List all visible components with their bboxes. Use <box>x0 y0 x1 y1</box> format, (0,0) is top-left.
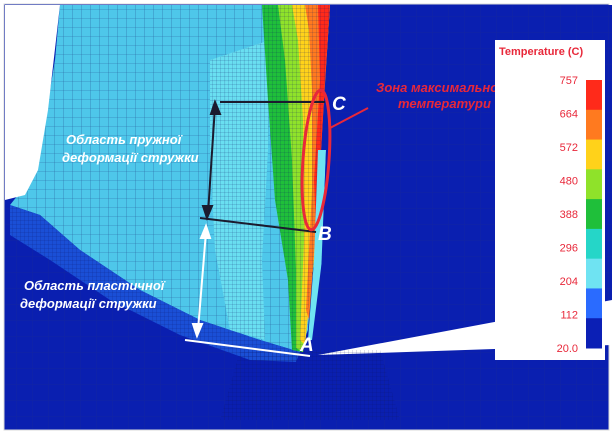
legend-tick-label: 664 <box>560 109 578 121</box>
elastic-zone-label-line1: Область пружної <box>66 132 183 147</box>
workpiece-fine-zone <box>220 350 400 420</box>
point-b-label: B <box>318 224 332 245</box>
upper-left-void <box>5 5 60 200</box>
legend-swatch <box>586 139 602 170</box>
max-temperature-pointer <box>329 107 369 129</box>
chip-body <box>10 5 330 362</box>
legend-tick-label: 112 <box>560 310 578 322</box>
legend-swatch <box>586 80 602 111</box>
legend-tick-label: 757 <box>560 75 578 87</box>
plastic-zone-label-line1: Область пластичної <box>24 278 166 293</box>
elastic-zone-label-line2: деформації стружки <box>62 150 199 165</box>
elastic-zone-bracket <box>199 99 325 233</box>
max-temperature-zone-outline <box>300 88 332 232</box>
plastic-zone-label-line2: деформації стружки <box>20 296 157 311</box>
temperature-legend: Temperature (C) 757 664 572 480 388 296 204 112… <box>495 40 605 360</box>
legend-tick-label: 572 <box>560 142 578 154</box>
legend-swatch <box>586 228 602 260</box>
legend-tick-label: 296 <box>560 243 578 255</box>
point-a-label: A <box>299 335 314 356</box>
legend-tick-label: 204 <box>560 276 578 288</box>
legend-swatch <box>586 169 602 200</box>
legend-tick-label: 480 <box>560 176 578 188</box>
plastic-zone-bracket <box>191 223 212 339</box>
legend-title: Temperature (C) <box>499 46 583 58</box>
legend-swatch <box>586 199 602 230</box>
legend-swatch <box>586 109 602 141</box>
legend-swatch <box>586 318 602 349</box>
legend-swatch <box>586 288 602 319</box>
legend-tick-label: 20.0 <box>557 343 578 355</box>
legend-tick-label: 388 <box>560 209 578 221</box>
point-c-label: C <box>332 94 346 115</box>
max-temperature-label-line1: Зона максимальної <box>376 80 503 95</box>
cut-surface-line <box>184 339 311 357</box>
max-temperature-label-line2: температури <box>398 96 491 111</box>
legend-swatch <box>586 258 602 289</box>
temperature-bands <box>262 5 330 352</box>
